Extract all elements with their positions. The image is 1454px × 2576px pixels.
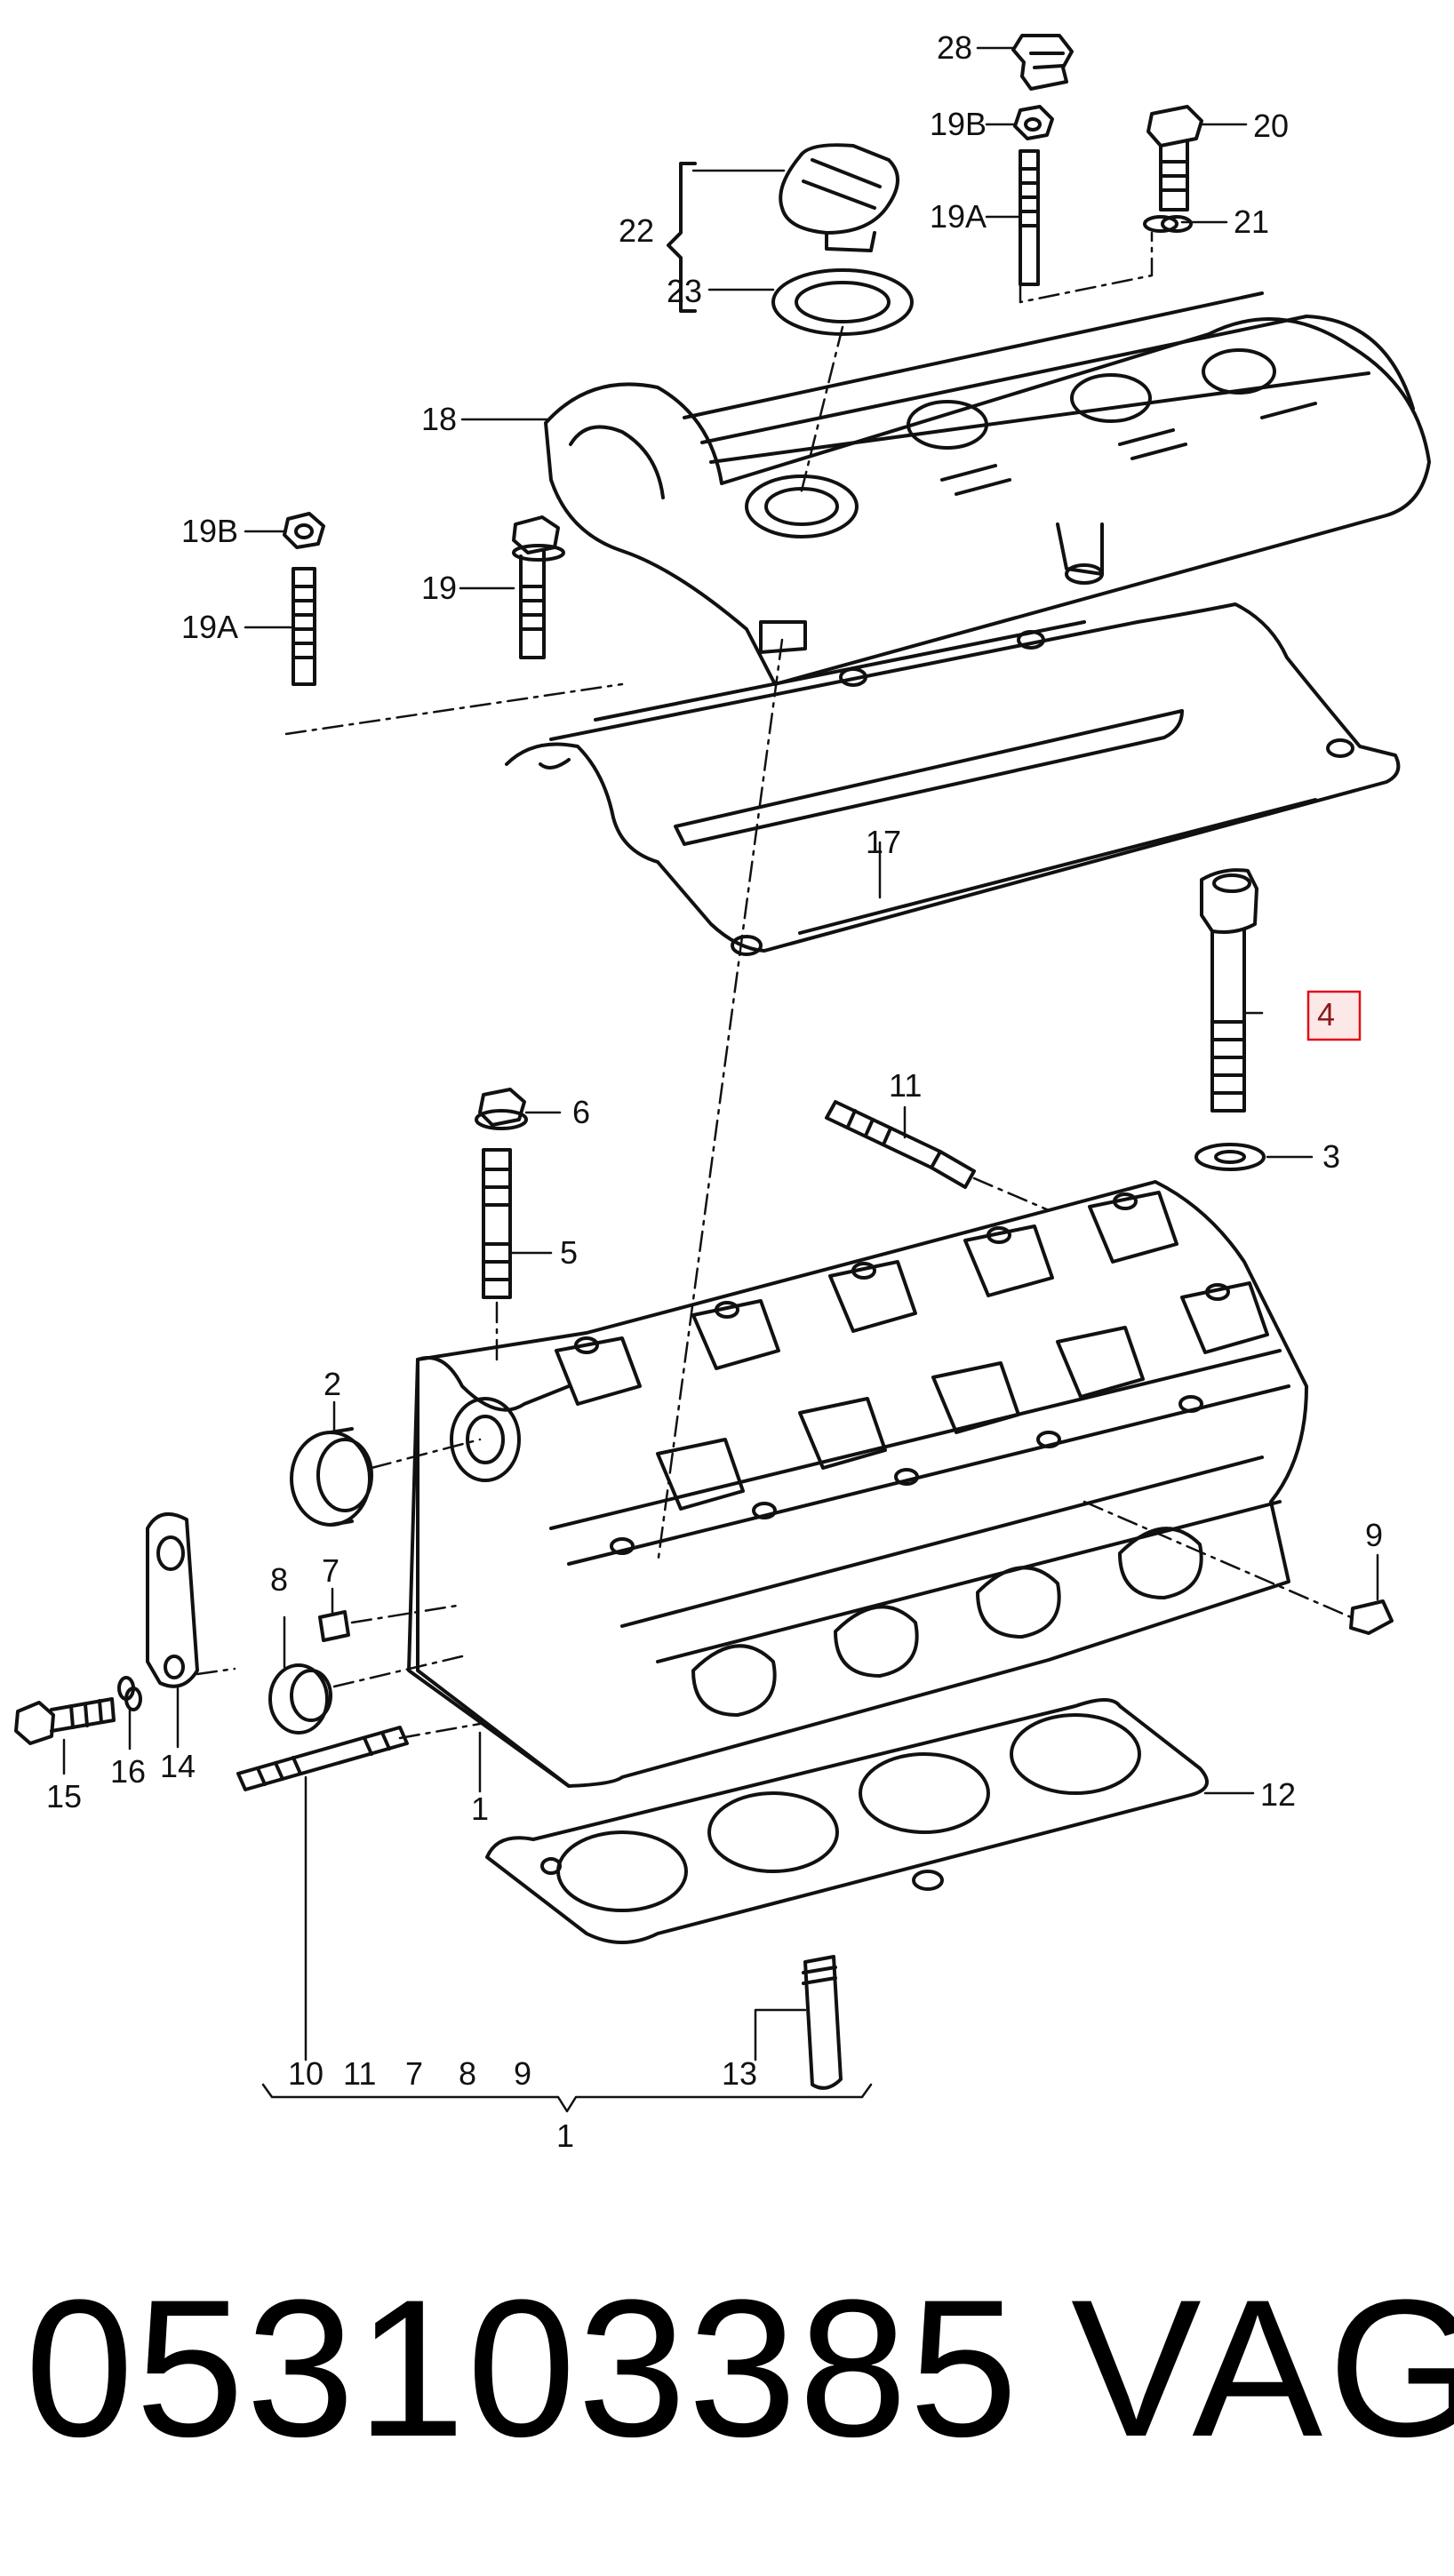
bolt-19 [512, 515, 565, 659]
callout-8: 8 [270, 1561, 288, 1598]
stud-19a-left [292, 567, 316, 686]
washer-16 [117, 1676, 142, 1711]
washer-3 [1194, 1143, 1266, 1171]
callout-23: 23 [667, 273, 702, 309]
nut-6 [475, 1088, 528, 1130]
callout-16: 16 [110, 1753, 146, 1790]
part-number-text: 053103385 [25, 2259, 1020, 2477]
callout-13: 13 [722, 2055, 757, 2092]
callout-7-bottom: 7 [405, 2055, 423, 2092]
callout-5: 5 [560, 1234, 578, 1271]
callout-22: 22 [619, 212, 654, 249]
callout-11-bottom: 11 [343, 2055, 376, 2092]
cover-plate-14 [146, 1511, 199, 1688]
leader-lines [62, 46, 1379, 2062]
callout-labels: 28 19B 20 22 19A 21 23 18 19B 19 19A 17 … [46, 29, 1383, 2154]
stud-11 [825, 1100, 976, 1189]
callout-19b-left: 19B [181, 513, 238, 549]
oil-filler-cap-22 [779, 143, 899, 252]
bracket-22 [667, 162, 697, 313]
exploded-parts-diagram: 28 19B 20 22 19A 21 23 18 19B 19 19A 17 … [14, 29, 1431, 2154]
stud-10 [236, 1726, 409, 1791]
callout-9: 9 [1365, 1517, 1383, 1553]
callout-4: 4 [1317, 996, 1335, 1033]
callout-19: 19 [421, 570, 457, 606]
plug-7 [318, 1610, 350, 1642]
oil-filler-plug [1011, 34, 1074, 91]
group-brace [261, 2083, 873, 2113]
oil-seal-2 [290, 1427, 373, 1527]
callout-18: 18 [421, 401, 457, 437]
callout-10: 10 [288, 2055, 324, 2092]
callout-2: 2 [324, 1366, 341, 1402]
callout-28: 28 [937, 29, 972, 66]
stud-5 [482, 1148, 512, 1299]
flange-nut-19b-top [1013, 105, 1054, 140]
plug-9 [1349, 1599, 1394, 1635]
brand-text: VAG [1071, 2259, 1454, 2477]
stud-19a-top [1019, 149, 1040, 286]
washer-21 [1143, 215, 1193, 233]
valve-guide-13 [802, 1955, 843, 2090]
callout-20: 20 [1253, 108, 1289, 144]
callout-21: 21 [1234, 203, 1269, 240]
callout-19a-left: 19A [181, 609, 238, 645]
cylinder-head-1 [407, 1180, 1308, 1788]
cap-gasket-23 [771, 268, 914, 336]
callout-6: 6 [572, 1094, 590, 1130]
callout-19a-top: 19A [930, 198, 987, 235]
callout-3: 3 [1322, 1138, 1340, 1175]
seal-8 [268, 1663, 332, 1735]
valve-cover-gasket [505, 602, 1401, 956]
alignment-lines [196, 231, 1353, 1740]
callout-12: 12 [1260, 1776, 1296, 1813]
callout-11-top: 11 [889, 1067, 922, 1104]
valve-cover-18 [544, 291, 1431, 686]
callout-7-side: 7 [322, 1552, 340, 1589]
callout-1-group: 1 [556, 2117, 574, 2154]
callout-15: 15 [46, 1778, 82, 1814]
head-gasket-12 [485, 1698, 1209, 1944]
callout-8-bottom: 8 [459, 2055, 476, 2092]
callout-17: 17 [866, 824, 901, 860]
callout-9-bottom: 9 [514, 2055, 531, 2092]
bolt-15 [14, 1697, 116, 1745]
callout-highlight-box [1306, 990, 1362, 1041]
cylinder-head-bolt-4 [1200, 868, 1258, 1113]
callout-1-side: 1 [471, 1790, 489, 1827]
callout-14: 14 [160, 1748, 196, 1784]
flange-nut-19b-left [283, 512, 325, 549]
callout-19b-top: 19B [930, 106, 987, 142]
bolt-20 [1146, 105, 1203, 211]
